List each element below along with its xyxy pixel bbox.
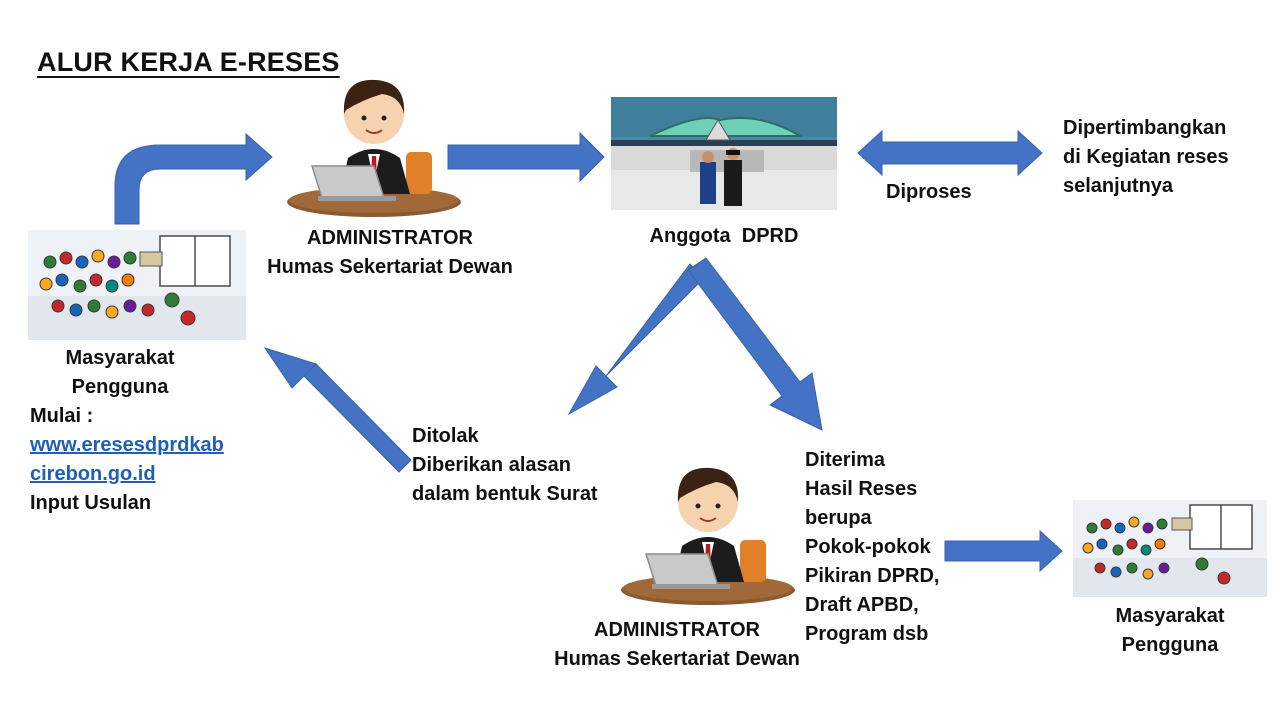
diterima-line1: Diterima xyxy=(805,449,886,471)
masyarakat-right-label-line2: Pengguna xyxy=(1121,634,1219,656)
input-usulan-label: Input Usulan xyxy=(30,492,152,514)
arrow-dprd-to-ditolak xyxy=(567,263,705,416)
arrow-dprd-to-diterima xyxy=(687,257,823,431)
administrator-illustration-bottom xyxy=(621,467,795,605)
administrator-illustration-top xyxy=(287,79,461,217)
arrow-diproses-double xyxy=(857,129,1043,177)
administrator-bottom-unit: Humas Sekertariat Dewan xyxy=(554,648,800,670)
administrator-top-role: ADMINISTRATOR xyxy=(307,227,473,249)
diterima-line5: Pikiran DPRD, xyxy=(805,565,940,587)
masyarakat-left-label-line2: Pengguna xyxy=(71,376,169,398)
diterima-line7: Program dsb xyxy=(805,623,929,645)
masyarakat-left-label-line1: Masyarakat xyxy=(65,347,175,369)
administrator-top-unit: Humas Sekertariat Dewan xyxy=(267,256,513,278)
diterima-line4: Pokok-pokok xyxy=(805,536,931,558)
diproses-label: Diproses xyxy=(886,181,972,203)
ditolak-text: Ditolak Diberikan alasan dalam bentuk Su… xyxy=(412,422,632,509)
masyarakat-right-label: Masyarakat Pengguna xyxy=(1080,602,1260,660)
masyarakat-illustration-right xyxy=(1073,500,1267,597)
diterima-text: Diterima Hasil Reses berupa Pokok-pokok … xyxy=(805,446,955,649)
diterima-line6: Draft APBD, xyxy=(805,594,919,616)
ditolak-line1: Ditolak xyxy=(412,425,479,447)
dprd-members-figures xyxy=(700,148,742,206)
dipertimbangkan-line2: di Kegiatan reses xyxy=(1063,146,1229,168)
dipertimbangkan-line1: Dipertimbangkan xyxy=(1063,117,1227,139)
diterima-line2: Hasil Reses xyxy=(805,478,918,500)
arrow-ditolak-to-masyarakat xyxy=(263,347,400,473)
eres-url-line1[interactable]: www.eresesdprdkab xyxy=(30,434,224,456)
administrator-bottom-role: ADMINISTRATOR xyxy=(594,619,760,641)
arrow-diterima-to-masyarakat xyxy=(944,529,1063,573)
masyarakat-left-info: Mulai : www.eresesdprdkab cirebon.go.id … xyxy=(30,402,250,518)
administrator-top-label: ADMINISTRATOR Humas Sekertariat Dewan xyxy=(250,224,530,282)
dipertimbangkan-line3: selanjutnya xyxy=(1063,175,1174,197)
diterima-line3: berupa xyxy=(805,507,872,529)
page-title: ALUR KERJA E-RESES xyxy=(37,47,340,77)
dprd-building-image xyxy=(611,97,837,210)
administrator-bottom-label: ADMINISTRATOR Humas Sekertariat Dewan xyxy=(537,616,817,674)
dprd-label: Anggota DPRD xyxy=(649,225,799,247)
arrow-admin-to-dprd xyxy=(447,131,605,183)
dipertimbangkan-text: Dipertimbangkan di Kegiatan reses selanj… xyxy=(1063,114,1273,201)
masyarakat-left-label: Masyarakat Pengguna xyxy=(30,344,210,402)
masyarakat-right-label-line1: Masyarakat xyxy=(1115,605,1225,627)
eres-url-line2[interactable]: cirebon.go.id xyxy=(30,463,156,485)
ditolak-line2: Diberikan alasan xyxy=(412,454,571,476)
masyarakat-illustration-left xyxy=(28,230,246,340)
ditolak-line3: dalam bentuk Surat xyxy=(412,483,598,505)
mulai-label: Mulai : xyxy=(30,405,94,427)
arrow-masyarakat-to-admin xyxy=(114,132,273,225)
